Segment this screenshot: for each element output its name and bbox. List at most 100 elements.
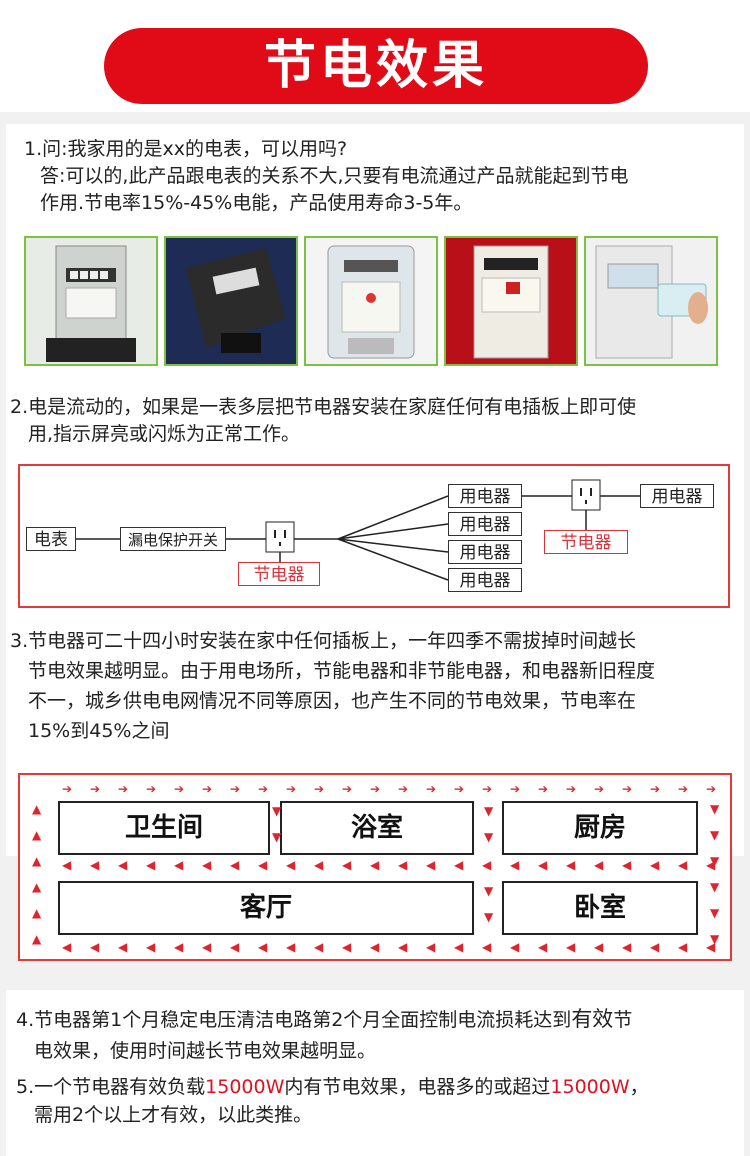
floor-plan: 卫生间 浴室 厨房 客厅 卧室 ➔➔➔➔➔➔➔➔➔➔➔➔➔➔➔➔➔➔➔➔➔➔➔➔…: [18, 773, 732, 961]
flow-arrow-icon: ◀: [566, 940, 576, 954]
flow-arrow-icon: ▼: [710, 906, 720, 920]
flow-arrow-icon: ◀: [174, 858, 184, 872]
flow-arrow-icon: ▼: [710, 828, 720, 842]
appliance-box-2: 用电器: [448, 512, 522, 536]
flow-arrow-icon: ◀: [146, 940, 156, 954]
flow-arrow-icon: ◀: [566, 858, 576, 872]
flow-arrow-icon: ➔: [454, 782, 465, 796]
flow-arrow-icon: ➔: [118, 782, 129, 796]
flow-arrow-icon: ➔: [398, 782, 409, 796]
flow-arrow-icon: ◀: [482, 940, 492, 954]
page-title: 节电效果: [104, 28, 648, 104]
room-bathroom: 卫生间: [58, 801, 270, 855]
flow-arrow-icon: ◀: [90, 858, 100, 872]
section-4-panel: 4.节电器第1个月稳定电压清洁电路第2个月全面控制电流损耗达到有效节 电效果，使…: [6, 990, 744, 1156]
q1-answer-line1: 答:可以的,此产品跟电表的关系不大,只要有电流通过产品就能起到节电: [40, 165, 629, 187]
q2-line2: 用,指示屏亮或闪烁为正常工作。: [28, 423, 301, 445]
flow-arrow-icon: ◀: [706, 858, 716, 872]
flow-arrow-icon: ◀: [398, 858, 408, 872]
room-shower: 浴室: [280, 801, 474, 855]
flow-arrow-icon: ▼: [710, 880, 720, 894]
room-bedroom: 卧室: [502, 881, 698, 935]
q3-line2: 节电效果越明显。由于用电场所，节能电器和非节能电器，和电器新旧程度: [28, 660, 656, 682]
q2-line1: 2.电是流动的，如果是一表多层把节电器安装在家庭任何有电插板上即可使: [10, 396, 637, 418]
flow-arrow-icon: ▼: [484, 830, 494, 844]
appliance-box-5: 用电器: [640, 484, 714, 508]
flow-arrow-icon: ◀: [118, 858, 128, 872]
flow-arrow-icon: ▼: [484, 910, 494, 924]
meter-photo-4: [444, 236, 578, 366]
flow-arrow-icon: ◀: [202, 858, 212, 872]
flow-arrow-icon: ◀: [62, 940, 72, 954]
flow-arrow-icon: ➔: [342, 782, 353, 796]
q4-line2: 电效果，使用时间越长节电效果越明显。: [34, 1040, 377, 1062]
q1-answer-line2: 作用.节电率15%-45%电能，产品使用寿命3-5年。: [40, 192, 473, 214]
flow-arrow-icon: ➔: [482, 782, 493, 796]
flow-arrow-icon: ➔: [202, 782, 213, 796]
room-kitchen: 厨房: [502, 801, 698, 855]
flow-arrow-icon: ➔: [174, 782, 185, 796]
flow-arrow-icon: ▲: [32, 932, 42, 946]
outlet-icon: [265, 521, 295, 553]
flow-arrow-icon: ◀: [622, 858, 632, 872]
flow-arrow-icon: ◀: [510, 940, 520, 954]
flow-arrow-icon: ➔: [510, 782, 521, 796]
flow-arrow-icon: ◀: [314, 940, 324, 954]
q4-line1: 4.节电器第1个月稳定电压清洁电路第2个月全面控制电流损耗达到有效节: [16, 1007, 633, 1031]
flow-arrow-icon: ▼: [272, 804, 282, 818]
flow-arrow-icon: ➔: [594, 782, 605, 796]
flow-arrow-icon: ➔: [286, 782, 297, 796]
meter-photo-1: [24, 236, 158, 366]
wiring-diagram: 电表 漏电保护开关 节电器 用电器 用电器 用电器 用电器 节电器 用电器: [18, 464, 730, 608]
flow-arrow-icon: ◀: [706, 940, 716, 954]
flow-arrow-icon: ▼: [272, 830, 282, 844]
flow-arrow-icon: ▲: [32, 906, 42, 920]
saver-box-2: 节电器: [544, 530, 628, 554]
flow-arrow-icon: ◀: [454, 940, 464, 954]
flow-arrow-icon: ◀: [426, 858, 436, 872]
flow-arrow-icon: ▼: [710, 854, 720, 868]
saver-box-1: 节电器: [238, 562, 320, 586]
q5-line2: 需用2个以上才有效，以此类推。: [34, 1104, 313, 1126]
meter-photo-2: [164, 236, 298, 366]
breaker-box: 漏电保护开关: [120, 527, 226, 551]
flow-arrow-icon: ◀: [230, 940, 240, 954]
flow-arrow-icon: ➔: [370, 782, 381, 796]
q3-line4: 15%到45%之间: [28, 720, 170, 742]
flow-arrow-icon: ◀: [650, 858, 660, 872]
flow-arrow-icon: ➔: [426, 782, 437, 796]
flow-arrow-icon: ➔: [314, 782, 325, 796]
flow-arrow-icon: ◀: [230, 858, 240, 872]
flow-arrow-icon: ▼: [710, 802, 720, 816]
flow-arrow-icon: ◀: [146, 858, 156, 872]
flow-arrow-icon: ▲: [32, 828, 42, 842]
flow-arrow-icon: ◀: [62, 858, 72, 872]
flow-arrow-icon: ➔: [230, 782, 241, 796]
flow-arrow-icon: ◀: [286, 940, 296, 954]
q5-line1: 5.一个节电器有效负载15000W内有节电效果，电器多的或超过15000W，: [16, 1076, 649, 1098]
flow-arrow-icon: ◀: [370, 940, 380, 954]
flow-arrow-icon: ◀: [622, 940, 632, 954]
flow-arrow-icon: ◀: [258, 858, 268, 872]
flow-arrow-icon: ◀: [258, 940, 268, 954]
appliance-box-3: 用电器: [448, 540, 522, 564]
flow-arrow-icon: ➔: [706, 782, 717, 796]
flow-arrow-icon: ▲: [32, 802, 42, 816]
flow-arrow-icon: ▲: [32, 880, 42, 894]
flow-arrow-icon: ◀: [454, 858, 464, 872]
room-living: 客厅: [58, 881, 474, 935]
flow-arrow-icon: ◀: [482, 858, 492, 872]
flow-arrow-icon: ➔: [622, 782, 633, 796]
flow-arrow-icon: ➔: [650, 782, 661, 796]
flow-arrow-icon: ◀: [90, 940, 100, 954]
flow-arrow-icon: ▼: [484, 884, 494, 898]
flow-arrow-icon: ➔: [62, 782, 73, 796]
flow-arrow-icon: ◀: [594, 940, 604, 954]
flow-arrow-icon: ➔: [258, 782, 269, 796]
q3-line1: 3.节电器可二十四小时安装在家中任何插板上，一年四季不需拔掉时间越长: [10, 630, 637, 652]
meter-box: 电表: [26, 527, 76, 551]
appliance-box-4: 用电器: [448, 568, 522, 592]
flow-arrow-icon: ◀: [370, 858, 380, 872]
flow-arrow-icon: ◀: [678, 940, 688, 954]
flow-arrow-icon: ◀: [538, 858, 548, 872]
